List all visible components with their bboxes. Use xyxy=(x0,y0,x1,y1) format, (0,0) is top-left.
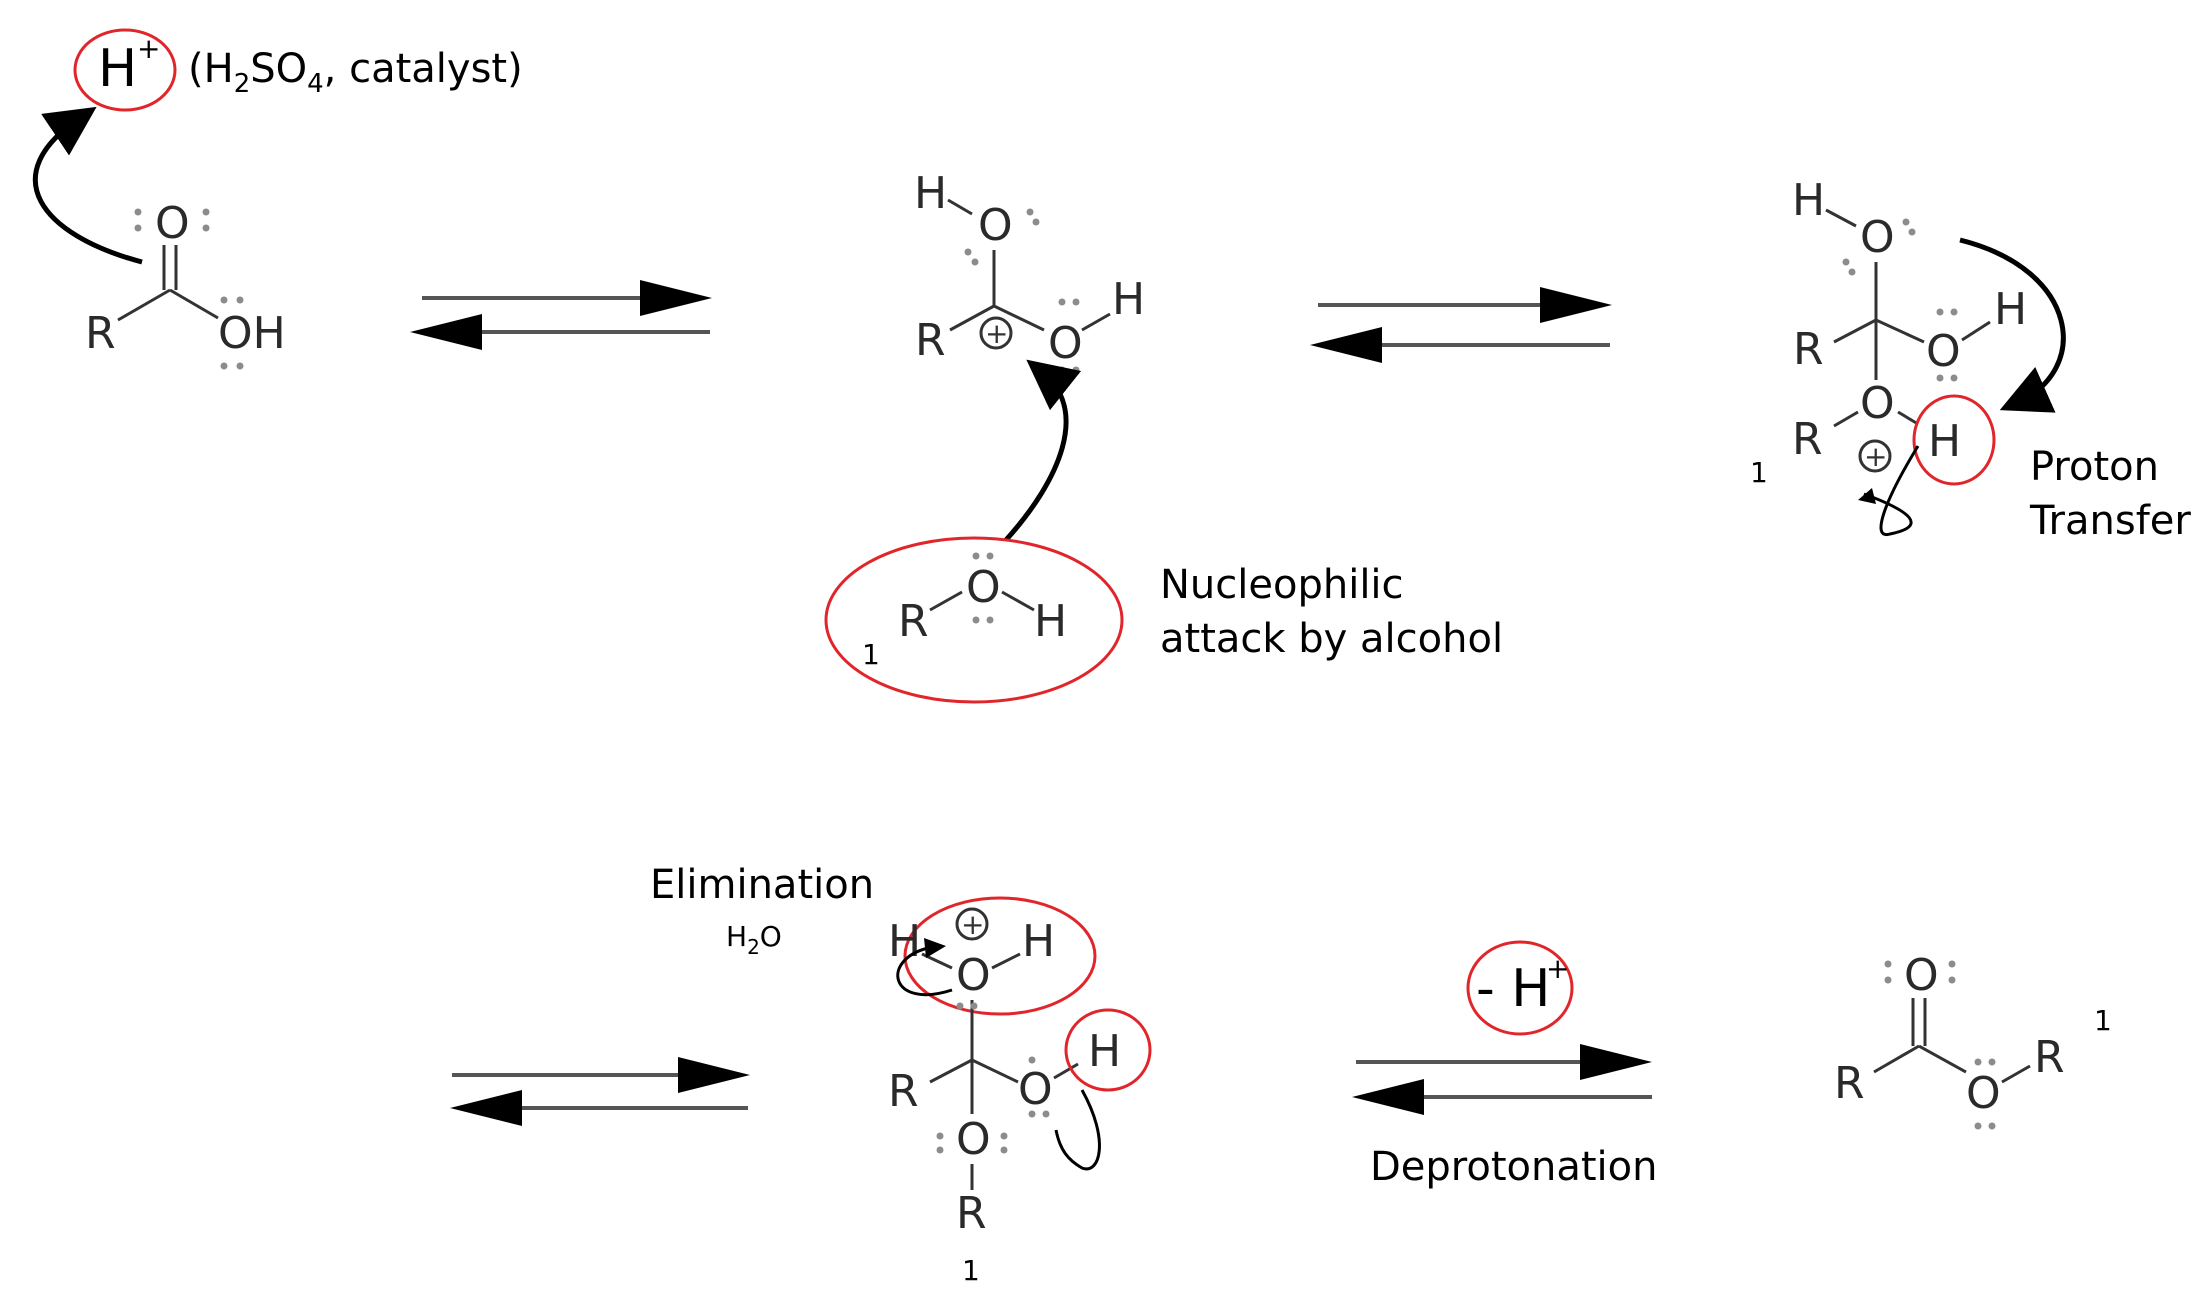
protonation-arrow xyxy=(32,106,143,265)
mol4-leaving-arrow xyxy=(896,946,953,997)
protonated-acid: H O R + O H xyxy=(914,168,1145,374)
proton-charge: + xyxy=(137,32,160,65)
proton-highlight-circle xyxy=(73,28,177,112)
equilibrium-arrow-1 xyxy=(410,280,712,350)
ester-oxygen: O xyxy=(1966,1068,2001,1119)
mol4-oxonium-circle xyxy=(955,907,989,941)
equilibrium-arrow-4 xyxy=(1352,1044,1652,1115)
mol4-r-superscript: 1 xyxy=(962,1254,980,1287)
minus-h-charge: + xyxy=(1546,952,1569,985)
proton-label-line1: Proton xyxy=(2030,444,2159,490)
tetrahedral-intermediate: H O R O H O R 1 + H xyxy=(1750,175,2027,489)
elimination-intermediate: + H O H R O H O R 1 xyxy=(888,896,1152,1287)
mol2-carbocation-circle xyxy=(979,316,1013,350)
carboxylic-acid: O R OH xyxy=(85,198,286,370)
catalyst-open: (H2SO4, catalyst) xyxy=(188,46,523,99)
minus-h-highlight-circle xyxy=(1466,940,1574,1036)
mol3-right-oxygen: O xyxy=(1926,326,1961,377)
alcohol-r-superscript: 1 xyxy=(862,638,880,671)
acid-r-group: R xyxy=(85,308,116,359)
ester-r-group: R xyxy=(1834,1058,1865,1109)
mol3-bottom-r: R xyxy=(1792,414,1823,465)
mol2-plus: + xyxy=(985,317,1008,350)
mol3-r-superscript: 1 xyxy=(1750,456,1768,489)
proton-transfer-arrow xyxy=(1959,237,2066,413)
mol3-top-h: H xyxy=(1792,175,1825,226)
acid-carbonyl-oxygen: O xyxy=(155,198,190,249)
ester-carbonyl-oxygen: O xyxy=(1904,950,1939,1001)
nucleophilic-label-line2: attack by alcohol xyxy=(1160,616,1503,662)
nucleophilic-label: Nucleophilic attack by alcohol xyxy=(1160,562,1503,662)
mol3-r-group: R xyxy=(1793,324,1824,375)
minus-h-label: - H xyxy=(1476,959,1550,1019)
mol4-ether-oxygen: O xyxy=(956,1114,991,1165)
mol4-h-highlight-circle xyxy=(1064,1008,1152,1092)
nucleophilic-attack-arrow xyxy=(1004,359,1082,542)
mol4-leaving-arrowhead xyxy=(924,938,946,958)
mol3-bottom-oxygen: O xyxy=(1860,378,1895,429)
mol3-oxonium-circle xyxy=(1858,439,1892,473)
mol4-hydroxyl-oxygen: O xyxy=(1018,1064,1053,1115)
elimination-label-line1: Elimination xyxy=(650,862,874,908)
mol2-right-h: H xyxy=(1112,274,1145,325)
alcohol-h: H xyxy=(1034,596,1067,647)
mol3-right-h: H xyxy=(1994,284,2027,335)
alcohol-oxygen: O xyxy=(966,562,1001,613)
mol2-top-h: H xyxy=(914,168,947,219)
mol3-plus: + xyxy=(1864,440,1887,473)
mol4-water-oxygen: O xyxy=(956,950,991,1001)
mol3-electron-arrow xyxy=(1863,445,1920,537)
elimination-label: Elimination H2O xyxy=(650,862,874,959)
catalyst-label: H + (H2SO4, catalyst) xyxy=(73,28,523,112)
mol4-r-group: R xyxy=(888,1066,919,1117)
mol4-water-highlight-ellipse xyxy=(903,896,1097,1016)
ester-product: O R O R 1 xyxy=(1834,950,2112,1130)
mol2-top-oxygen: O xyxy=(978,200,1013,251)
ester-r1-group: R xyxy=(2034,1032,2065,1083)
acid-hydroxyl: OH xyxy=(218,308,286,359)
mol4-right-h: H xyxy=(1022,916,1055,967)
proton-transfer-label: Proton Transfer xyxy=(2029,444,2191,544)
mol3-h-highlight-circle xyxy=(1912,394,1996,486)
proton-label-line2: Transfer xyxy=(2029,498,2191,544)
mol4-bottom-r: R xyxy=(956,1188,987,1239)
mol3-top-oxygen: O xyxy=(1860,212,1895,263)
mol4-reform-arrow xyxy=(1054,1089,1101,1171)
mol2-right-oxygen: O xyxy=(1048,318,1083,369)
proton-symbol: H xyxy=(98,39,137,99)
mol3-electron-arrowhead xyxy=(1858,488,1876,504)
alcohol: R 1 O H xyxy=(824,536,1124,704)
ester-r-superscript: 1 xyxy=(2094,1004,2112,1037)
mol4-hydroxyl-h: H xyxy=(1088,1026,1121,1077)
elimination-label-water: H2O xyxy=(726,920,782,959)
deprotonation-proton: - H + xyxy=(1466,940,1574,1036)
equilibrium-arrow-2 xyxy=(1310,287,1612,363)
deprotonation-label: Deprotonation xyxy=(1370,1144,1657,1190)
mol4-plus: + xyxy=(961,908,984,941)
mol2-r-group: R xyxy=(915,315,946,366)
nucleophilic-label-line1: Nucleophilic xyxy=(1160,562,1404,608)
alcohol-highlight-ellipse xyxy=(824,536,1124,704)
equilibrium-arrow-3 xyxy=(450,1057,750,1126)
mol3-transfer-h: H xyxy=(1928,416,1961,467)
alcohol-r-group: R xyxy=(898,596,929,647)
